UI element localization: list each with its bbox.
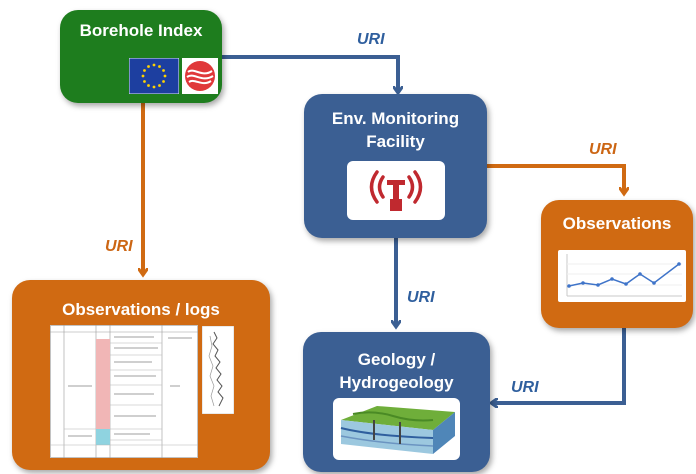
borehole-log-icon	[50, 325, 198, 458]
edge-label-observations-geology: URI	[511, 379, 539, 396]
eu-star	[162, 69, 165, 72]
node-title-line2: Facility	[366, 132, 425, 151]
edge-label-env-observations: URI	[589, 141, 617, 158]
aquifer-block-icon	[340, 406, 455, 454]
node-env-monitoring-facility: Env. Monitoring Facility	[304, 94, 487, 238]
node-geology-hydrogeology: Geology / Hydrogeology	[303, 332, 490, 472]
eu-star	[143, 69, 146, 72]
edge-label-env-geology: URI	[407, 289, 435, 306]
eu-flag-icon	[129, 58, 179, 94]
edge-observations-to-geology	[492, 328, 626, 403]
eu-star	[152, 63, 156, 67]
onegeology-logo-icon	[182, 58, 218, 94]
aquifer-panel	[333, 398, 460, 460]
node-borehole-index: Borehole Index	[60, 10, 222, 103]
edge-env-to-observations	[487, 164, 624, 193]
edge-borehole-to-env	[222, 55, 398, 92]
edge-label-borehole-logs: URI	[105, 238, 133, 255]
eu-star	[143, 80, 146, 83]
node-title-line1: Geology /	[357, 350, 436, 369]
node-observations: Observations	[541, 200, 693, 328]
node-title: Observations / logs	[62, 300, 220, 319]
node-title-line2: Hydrogeology	[339, 373, 454, 392]
eu-star	[158, 84, 161, 87]
eu-star	[162, 80, 165, 83]
node-title: Borehole Index	[79, 21, 203, 40]
eu-star	[141, 74, 145, 78]
node-observations-logs: Observations / logs	[12, 280, 270, 470]
node-title-line1: Env. Monitoring	[331, 109, 460, 128]
eu-star	[152, 85, 156, 89]
node-title: Observations	[562, 214, 672, 233]
line-chart-icon	[566, 254, 682, 297]
chart-panel	[558, 250, 686, 302]
eu-star	[158, 65, 161, 68]
antenna-icon	[369, 170, 423, 211]
eu-star	[147, 84, 150, 87]
antenna-panel	[347, 161, 445, 220]
edge-label-borehole-env: URI	[357, 31, 385, 48]
borehole-curve-icon	[202, 326, 234, 414]
eu-star	[147, 65, 150, 68]
eu-star	[163, 74, 167, 78]
